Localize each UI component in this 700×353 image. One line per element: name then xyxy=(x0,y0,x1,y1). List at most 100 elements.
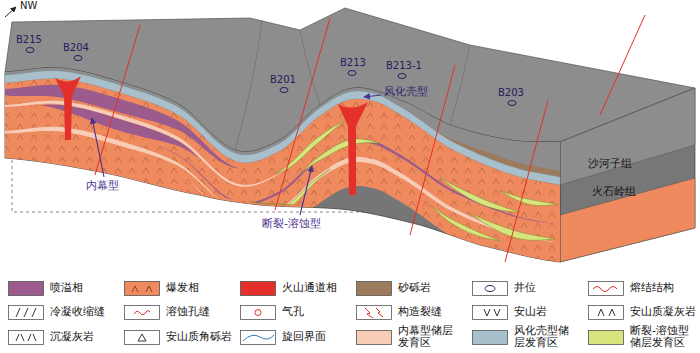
north-label: NW xyxy=(20,0,37,12)
legend-item: 内幕型储层发育区 xyxy=(356,324,460,350)
legend-swatch xyxy=(472,281,508,296)
leader-line xyxy=(364,95,381,97)
legend-sample xyxy=(473,305,508,319)
well-symbol xyxy=(26,48,34,53)
explosive-texture xyxy=(5,79,560,262)
symbol-sample xyxy=(243,335,274,341)
legend-text: 喷溢相 xyxy=(50,282,83,294)
legend-swatch xyxy=(8,281,44,296)
legend-sample xyxy=(241,305,276,319)
symbol-sample xyxy=(132,286,152,292)
well-symbol xyxy=(398,74,406,79)
legend-sample xyxy=(589,305,624,319)
legend-sample xyxy=(357,281,392,295)
rock-lens xyxy=(180,157,560,243)
legend-sample xyxy=(9,305,44,319)
reservoir-callout: 内幕型 xyxy=(86,180,119,193)
fold-crease xyxy=(450,45,470,125)
right-face-upper xyxy=(560,88,695,185)
legend-text: 熔结结构 xyxy=(630,282,674,294)
legend-item: 井位 xyxy=(472,275,536,301)
legend-swatch xyxy=(588,305,624,320)
legend-item: 断裂-溶蚀型储层发育区 xyxy=(588,324,692,350)
right-face xyxy=(560,88,695,262)
legend-text: 火山通道相 xyxy=(282,282,337,294)
fault-line xyxy=(275,18,330,210)
legend-sample xyxy=(473,281,508,295)
legend-text: 构造裂缝 xyxy=(398,306,442,318)
legend-swatch xyxy=(356,305,392,320)
legend-text: 井位 xyxy=(514,282,536,294)
legend-swatch xyxy=(8,305,44,320)
legend-text: 安山岩 xyxy=(514,306,547,318)
legend-text: 砂砾岩 xyxy=(398,282,431,294)
legend-item: 安山岩 xyxy=(472,299,547,325)
legend-text: 沉凝灰岩 xyxy=(50,331,94,343)
legend-item: 熔结结构 xyxy=(588,275,674,301)
legend-text: 溶蚀孔缝 xyxy=(166,306,210,318)
legend-swatch xyxy=(588,330,624,345)
legend-item: 砂砾岩 xyxy=(356,275,431,301)
legend-item: 沉凝灰岩 xyxy=(8,324,94,350)
legend-sample xyxy=(589,330,624,344)
vesicle-sample xyxy=(255,309,261,315)
wells xyxy=(26,48,516,106)
legend-text: 气孔 xyxy=(282,306,304,318)
symbol-sample xyxy=(134,310,150,314)
legend-item: 安山质角砾岩 xyxy=(124,324,232,350)
well-name: B204 xyxy=(63,42,89,54)
rock-lens xyxy=(5,127,230,199)
fault-line xyxy=(505,100,548,262)
legend-swatch xyxy=(472,305,508,320)
rock-lens xyxy=(300,139,380,174)
explosive-facies xyxy=(5,79,560,262)
fault-line xyxy=(95,25,140,175)
legend-text: 爆发相 xyxy=(166,282,199,294)
well-symbol xyxy=(280,88,288,93)
legend-swatch xyxy=(8,330,44,345)
legend-swatch xyxy=(124,281,160,296)
well-symbol xyxy=(348,71,356,76)
legend-item: 溶蚀孔缝 xyxy=(124,299,210,325)
legend-swatch xyxy=(240,330,276,345)
legend-sample xyxy=(473,330,508,344)
legend-swatch xyxy=(356,281,392,296)
reservoir-callout: 断裂-溶蚀型 xyxy=(262,218,321,231)
legend-swatch xyxy=(240,305,276,320)
rock-lens xyxy=(500,191,558,206)
well-symbol xyxy=(74,56,82,61)
legend-swatch xyxy=(588,281,624,296)
legend-swatch xyxy=(124,330,160,345)
rock-lens xyxy=(250,169,330,205)
legend-sample xyxy=(9,281,44,295)
front-face xyxy=(5,68,560,262)
well-name: B213 xyxy=(340,57,366,69)
legend-item: 冷凝收缩缝 xyxy=(8,299,105,325)
legend-sample xyxy=(9,330,44,344)
leader-line xyxy=(92,118,104,177)
rock-lens xyxy=(5,101,300,187)
legend-sample xyxy=(589,281,624,295)
legend-item: 安山质凝灰岩 xyxy=(588,299,696,325)
symbol-sample xyxy=(484,309,500,316)
north-arrow xyxy=(5,7,16,17)
legend-text: 风化壳型储层发育区 xyxy=(514,325,576,349)
legend-swatch xyxy=(356,330,392,345)
formation-name: 火石岭组 xyxy=(592,186,636,199)
legend-text: 内幕型储层发育区 xyxy=(398,325,460,349)
legend-sample xyxy=(125,305,160,319)
legend-item: 喷溢相 xyxy=(8,275,83,301)
well-name: B203 xyxy=(498,87,524,99)
callout-leaders xyxy=(92,95,381,215)
symbol-sample xyxy=(138,334,146,341)
symbol-sample xyxy=(598,309,615,316)
volcanic-conduits xyxy=(55,76,368,195)
reservoir-callout: 风化壳型 xyxy=(384,86,428,99)
legend-swatch xyxy=(240,281,276,296)
legend-item: 爆发相 xyxy=(124,275,199,301)
rock-lens xyxy=(430,205,500,241)
volcanic-conduit xyxy=(55,76,81,140)
legend-item: 旋回界面 xyxy=(240,324,326,350)
legend-text: 冷凝收缩缝 xyxy=(50,306,105,318)
